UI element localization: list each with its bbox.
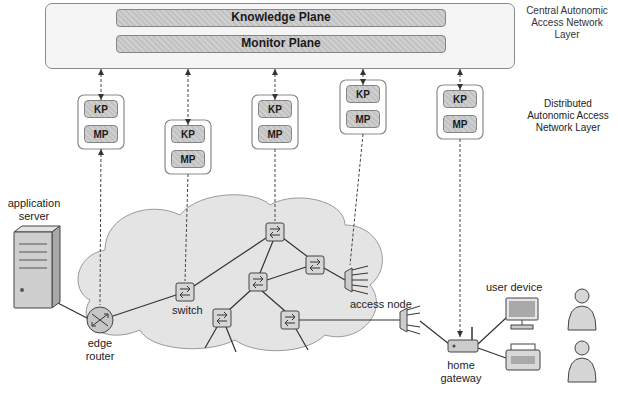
central-layer-box: Central Autonomic Access Network LayerKn… xyxy=(45,3,515,69)
user-body xyxy=(568,306,596,330)
plane-box: KP xyxy=(171,125,205,143)
access-node-lines xyxy=(407,306,420,334)
control-arrow xyxy=(275,69,276,100)
user-head xyxy=(575,289,589,303)
box-label: Knowledge Plane xyxy=(231,11,330,24)
plane-box: KP xyxy=(443,90,477,108)
box-label: MP xyxy=(94,129,109,140)
router-body xyxy=(87,307,113,333)
control-arrow xyxy=(188,69,189,125)
distributed-group-outline xyxy=(340,80,386,134)
plane-box: MP xyxy=(346,110,380,128)
layer-heading: Central Autonomic Access Network Layer xyxy=(521,5,613,41)
box-label: MP xyxy=(356,114,371,125)
plane-box: KP xyxy=(84,100,118,118)
distributed-group-outline xyxy=(252,95,298,149)
access-node-icon xyxy=(400,306,420,334)
server-body xyxy=(14,232,52,308)
access-node-icon xyxy=(345,266,368,294)
distributed-group-outline xyxy=(78,95,124,149)
router-icon xyxy=(87,307,113,333)
plane-box: MP xyxy=(171,150,205,168)
access-node-lines xyxy=(352,266,368,294)
switch-icon xyxy=(266,223,284,241)
access-node-body xyxy=(400,308,407,332)
screen xyxy=(509,301,535,317)
server-slot xyxy=(19,244,47,268)
box-label: Monitor Plane xyxy=(241,37,320,50)
plane-bar: Knowledge Plane xyxy=(116,9,446,27)
user-icon xyxy=(568,341,596,382)
gateway-led xyxy=(453,345,456,348)
control-arrow xyxy=(101,69,102,100)
switch-icon xyxy=(281,311,299,329)
user-body xyxy=(568,358,596,382)
box-label: MP xyxy=(181,154,196,165)
device-label: home gateway xyxy=(428,359,494,385)
distributed-group-outline xyxy=(437,85,483,139)
box-label: KP xyxy=(181,129,195,140)
device-label: user device xyxy=(486,281,558,294)
server-side xyxy=(52,226,60,308)
computer-icon xyxy=(506,344,540,370)
plane-bar: Monitor Plane xyxy=(116,35,446,53)
keyboard xyxy=(511,325,533,329)
network-cloud xyxy=(78,195,382,351)
access-node-body xyxy=(345,268,352,292)
device-label: switch xyxy=(172,304,216,317)
gateway-icon xyxy=(448,327,478,352)
control-arrow xyxy=(460,69,461,90)
box-label: KP xyxy=(453,94,467,105)
control-arrow xyxy=(363,69,364,85)
server-icon xyxy=(14,226,60,308)
user-head xyxy=(575,341,589,355)
device-label: access node xyxy=(350,298,422,311)
plane-box: MP xyxy=(258,125,292,143)
switch-icon xyxy=(213,309,231,327)
layer-label: Distributed Autonomic Access Network Lay… xyxy=(522,98,614,134)
plane-box: KP xyxy=(258,100,292,118)
plane-box: KP xyxy=(346,85,380,103)
network-wire xyxy=(52,238,506,358)
gateway-body xyxy=(448,340,478,352)
box-label: KP xyxy=(268,104,282,115)
device-label: application server xyxy=(2,197,66,223)
router-arrows xyxy=(92,314,108,326)
device-panel xyxy=(511,356,535,364)
box-label: MP xyxy=(268,129,283,140)
switch-icon xyxy=(176,283,194,301)
device-label: edge router xyxy=(72,337,128,363)
device-body xyxy=(506,350,540,370)
plane-box: MP xyxy=(443,115,477,133)
switch-icon xyxy=(306,256,324,274)
plane-box: MP xyxy=(84,125,118,143)
server-led xyxy=(20,288,24,292)
control-arrow xyxy=(100,134,460,337)
user-icon xyxy=(568,289,596,330)
switch-icon xyxy=(249,273,267,291)
box-label: MP xyxy=(453,119,468,130)
gateway-antenna xyxy=(471,327,473,340)
monitor-stand xyxy=(522,320,523,325)
distributed-group-outline xyxy=(165,120,211,174)
computer-icon xyxy=(506,298,538,329)
monitor xyxy=(506,298,538,320)
box-label: KP xyxy=(356,89,370,100)
box-label: KP xyxy=(94,104,108,115)
